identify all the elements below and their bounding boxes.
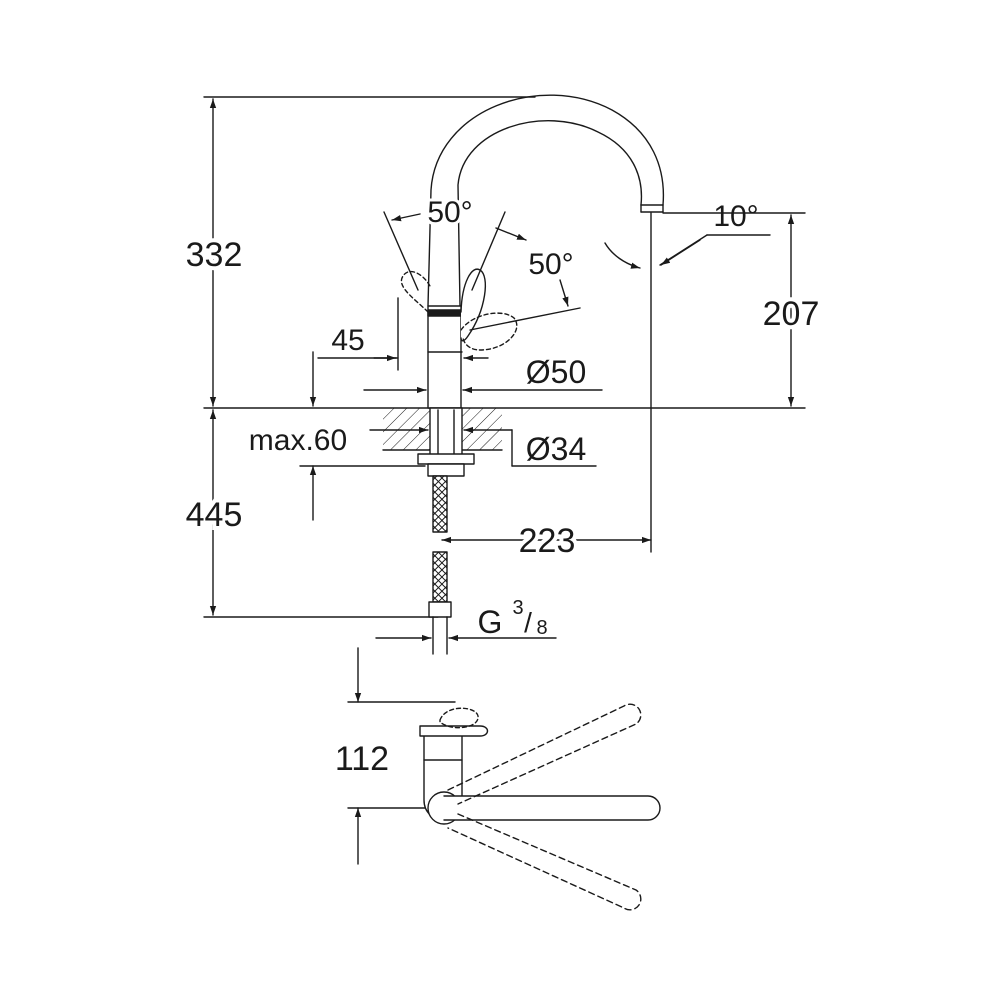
label-223: 223 [519,522,576,560]
angle-arc-10 [604,242,641,269]
label-112: 112 [335,740,389,778]
lever-ghost-right [460,312,518,351]
body-cap [427,309,462,317]
mounting-nut [417,453,475,465]
label-thread-slash: / [524,607,532,638]
counter-hatch-left [383,408,430,450]
top-view-lever [419,725,489,737]
label-max-60: max.60 [249,424,347,457]
lever-swing-ref-left [383,211,419,291]
label-445: 445 [186,496,243,534]
spout-outline [427,94,665,307]
top-view-spout-ghost-down [447,813,642,911]
mounting-shank [429,407,463,457]
label-spout-angle: 10° [713,200,758,233]
label-diameter-50: Ø50 [526,354,586,390]
top-view-spout [443,795,661,821]
lever-swing-ref-right [471,211,506,291]
supply-hose-upper [432,475,448,533]
supply-hose-lower [432,551,448,603]
top-view-lever-ghost [439,707,479,729]
label-thread-g: G [478,604,503,640]
label-lever-swing-side: 50° [528,248,573,281]
top-view-spout-ghost-up [447,703,642,805]
label-45: 45 [331,324,364,357]
spout-inner [457,120,643,307]
label-thread-numerator: 3 [512,597,523,619]
hose-connector [428,601,452,618]
lever-ghost-left [400,270,431,313]
label-332: 332 [186,236,243,274]
lever-swing-ref-side [469,307,581,331]
label-thread-denominator: 8 [536,617,547,639]
label-207: 207 [763,295,820,333]
counter-hatch-right [462,408,502,450]
faucet-body [427,305,462,409]
label-diameter-34: Ø34 [526,431,586,467]
label-lever-swing-front: 50° [427,196,472,229]
